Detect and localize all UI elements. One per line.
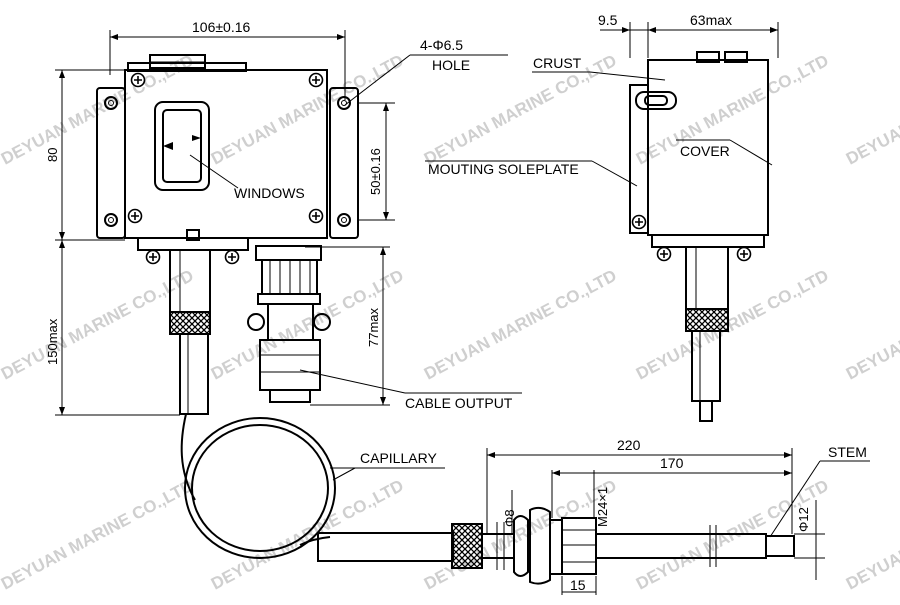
dim-dia-tube: Φ8 — [502, 509, 517, 527]
dim-length-total: 220 — [617, 437, 641, 453]
watermark: DEYUAN MARINE CO.,LTD — [843, 51, 900, 169]
label-cable-output: CABLE OUTPUT — [405, 395, 513, 411]
watermark-layer: DEYUAN MARINE CO.,LTD DEYUAN MARINE CO.,… — [0, 51, 900, 594]
watermark: DEYUAN MARINE CO.,LTD — [0, 476, 197, 594]
dim-side-width: 63max — [690, 12, 732, 28]
front-view: 106±0.16 WINDOWS 4-Φ6.5 HOLE — [45, 19, 522, 416]
dim-width-top: 106±0.16 — [192, 19, 251, 35]
label-hole: HOLE — [432, 57, 470, 73]
side-view: 9.5 63max CRUST MOUTING SOLEPLATE COVER — [425, 12, 779, 422]
dim-length-stem: 170 — [660, 455, 684, 471]
dim-thread-length: 15 — [570, 577, 586, 593]
label-hole-count: 4-Φ6.5 — [420, 37, 463, 53]
dim-connector-height: 77max — [366, 307, 381, 347]
dim-total-height: 150max — [45, 318, 60, 365]
watermark: DEYUAN MARINE CO.,LTD — [421, 266, 620, 384]
watermark: DEYUAN MARINE CO.,LTD — [843, 476, 900, 594]
label-stem: STEM — [828, 444, 867, 460]
watermark: DEYUAN MARINE CO.,LTD — [0, 266, 197, 384]
label-mounting-soleplate: MOUTING SOLEPLATE — [428, 161, 579, 177]
watermark: DEYUAN MARINE CO.,LTD — [843, 266, 900, 384]
watermark: DEYUAN MARINE CO.,LTD — [208, 476, 407, 594]
dim-thread: M24×1 — [595, 487, 610, 527]
dim-hole-pitch: 50±0.16 — [368, 148, 383, 195]
dim-height-left: 80 — [45, 148, 60, 162]
capillary-assembly: CAPILLARY 220 170 Φ8 M24×1 — [180, 413, 870, 595]
dim-dia-stem: Φ12 — [796, 507, 811, 532]
label-crust: CRUST — [533, 55, 582, 71]
label-capillary: CAPILLARY — [360, 450, 437, 466]
label-cover: COVER — [680, 143, 730, 159]
watermark: DEYUAN MARINE CO.,LTD — [633, 266, 832, 384]
label-windows: WINDOWS — [234, 185, 305, 201]
dim-side-offset: 9.5 — [598, 12, 618, 28]
